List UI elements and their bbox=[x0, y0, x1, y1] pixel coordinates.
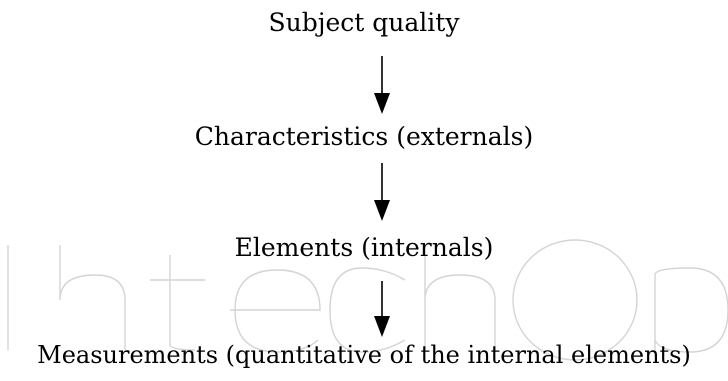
node-characteristics: Characteristics (externals) bbox=[194, 122, 534, 151]
node-elements: Elements (internals) bbox=[234, 233, 494, 262]
arrow-down-icon bbox=[374, 56, 390, 114]
arrow-down-icon bbox=[374, 281, 390, 337]
node-subject-quality: Subject quality bbox=[268, 8, 460, 37]
node-measurements: Measurements (quantitative of the intern… bbox=[37, 341, 691, 369]
arrow-down-icon bbox=[374, 163, 390, 221]
